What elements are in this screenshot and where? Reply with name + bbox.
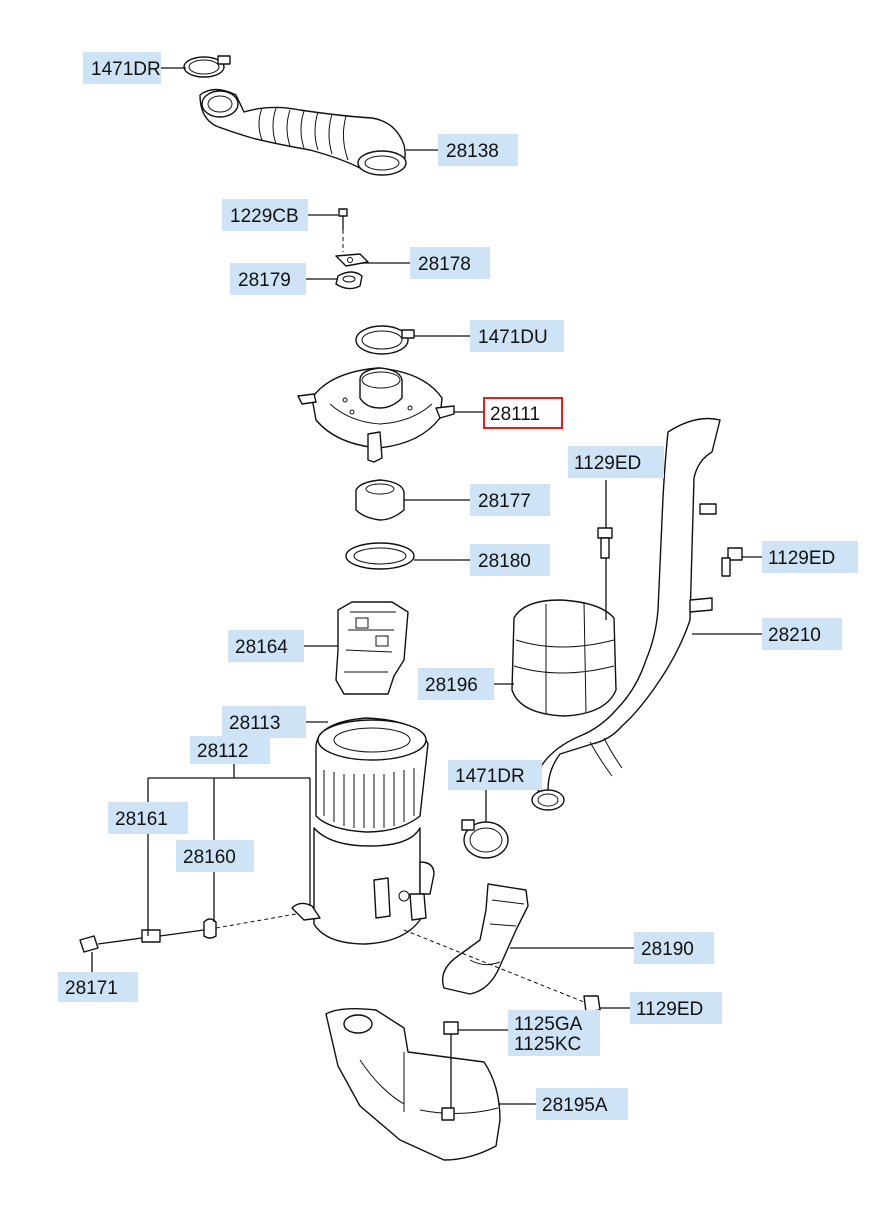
callout-28196[interactable]: 28196 <box>418 668 494 700</box>
callout-28113[interactable]: 28113 <box>222 706 306 738</box>
callout-28112[interactable]: 28112 <box>190 736 270 764</box>
svg-text:28177: 28177 <box>478 491 531 512</box>
element-28177 <box>355 479 405 521</box>
callout-28111[interactable]: 28111 <box>483 397 563 429</box>
callout-28180[interactable]: 28180 <box>470 544 550 576</box>
svg-text:28190: 28190 <box>641 939 694 960</box>
svg-text:28195A: 28195A <box>542 1095 608 1116</box>
callout-1129ed-a[interactable]: 1129ED <box>568 446 664 478</box>
bolt-1229cb <box>338 208 348 252</box>
svg-text:1129ED: 1129ED <box>768 548 835 569</box>
air-cleaner-cover <box>297 367 455 463</box>
callout-1471dr-top[interactable]: 1471DR <box>83 52 161 84</box>
resonator-28196 <box>511 599 617 717</box>
svg-text:28161: 28161 <box>115 809 168 830</box>
svg-text:1125GA: 1125GA <box>514 1014 583 1035</box>
svg-text:28179: 28179 <box>238 270 291 291</box>
duct-28210 <box>531 417 721 811</box>
callout-28160[interactable]: 28160 <box>176 840 254 872</box>
mount-hardware <box>79 913 601 1013</box>
callout-28190[interactable]: 28190 <box>634 932 714 964</box>
svg-text:1229CB: 1229CB <box>230 206 299 227</box>
callout-28178[interactable]: 28178 <box>410 247 490 279</box>
bracket-28190 <box>441 883 529 995</box>
svg-text:1471DR: 1471DR <box>91 59 161 80</box>
bolt-1129ed-a <box>597 480 613 620</box>
callout-28210[interactable]: 28210 <box>762 618 842 650</box>
callout-1125ga-1125kc[interactable]: 1125GA 1125KC <box>508 1010 600 1056</box>
svg-text:28180: 28180 <box>478 551 531 572</box>
svg-text:1125KC: 1125KC <box>514 1034 581 1055</box>
svg-text:28178: 28178 <box>418 254 471 275</box>
svg-text:28113: 28113 <box>229 713 280 734</box>
svg-text:1129ED: 1129ED <box>574 453 641 474</box>
callout-28164[interactable]: 28164 <box>228 630 304 662</box>
lower-duct-28195a <box>325 1007 501 1161</box>
gasket-28180 <box>345 542 415 570</box>
grommet-28179 <box>335 271 363 290</box>
svg-text:1129ED: 1129ED <box>636 999 703 1020</box>
bolt-1129ed-b <box>721 547 743 577</box>
svg-text:28164: 28164 <box>235 637 288 658</box>
callout-1471dr-lower[interactable]: 1471DR <box>448 760 542 790</box>
bracket-28178 <box>335 253 369 267</box>
callout-1471du[interactable]: 1471DU <box>470 320 564 352</box>
callout-28195a[interactable]: 28195A <box>536 1088 628 1120</box>
callout-28161[interactable]: 28161 <box>108 802 188 834</box>
svg-text:28112: 28112 <box>197 741 248 762</box>
callout-1129ed-c[interactable]: 1129ED <box>630 992 722 1024</box>
svg-text:28111: 28111 <box>490 404 540 425</box>
hose-clamp-top <box>183 55 231 78</box>
bolt-1125ga <box>443 1021 459 1108</box>
svg-text:1471DU: 1471DU <box>478 327 548 348</box>
svg-text:1471DR: 1471DR <box>455 766 525 787</box>
callout-28171[interactable]: 28171 <box>58 972 138 1002</box>
callout-28177[interactable]: 28177 <box>470 484 550 516</box>
svg-text:28160: 28160 <box>183 847 236 868</box>
svg-text:28210: 28210 <box>768 625 821 646</box>
hose-clamp-lower <box>461 819 509 859</box>
intake-hose <box>199 88 407 176</box>
svg-text:28196: 28196 <box>425 675 478 696</box>
callout-28179[interactable]: 28179 <box>230 263 306 295</box>
svg-text:28138: 28138 <box>446 141 499 162</box>
filter-element <box>315 717 429 833</box>
air-cleaner-housing <box>291 827 435 945</box>
bracket-28164 <box>335 601 409 695</box>
callout-1229cb[interactable]: 1229CB <box>222 199 308 231</box>
callout-1129ed-b[interactable]: 1129ED <box>762 541 858 573</box>
svg-text:28171: 28171 <box>65 978 118 999</box>
callout-28138[interactable]: 28138 <box>438 134 518 166</box>
clamp-1471du <box>355 325 415 355</box>
leader-lines <box>91 67 762 1105</box>
